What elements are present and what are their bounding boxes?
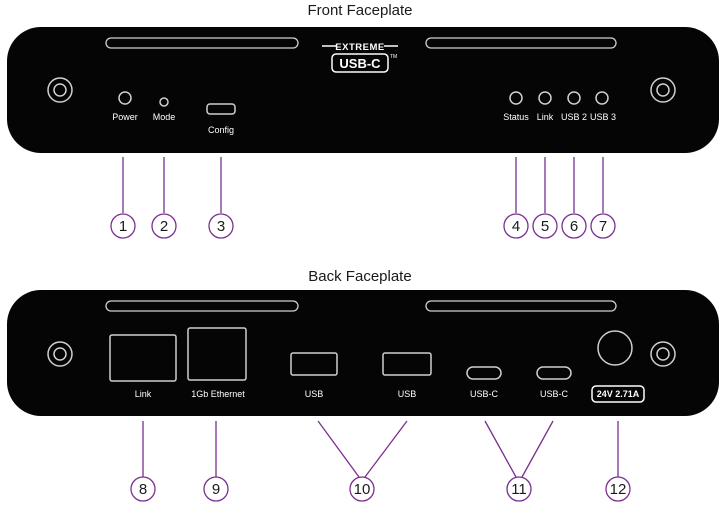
callout-12-number: 12	[610, 481, 627, 498]
callout-1-number: 1	[119, 218, 127, 235]
callout-3-number: 3	[217, 218, 225, 235]
callout-8-number: 8	[139, 481, 147, 498]
logo-tm-text: TM	[390, 54, 397, 60]
front-screw-right	[650, 77, 676, 103]
callout-5: 5	[532, 213, 558, 239]
usb-a-1-label: USB	[305, 389, 324, 399]
link-label: Link	[537, 112, 554, 122]
callout-9: 9	[203, 476, 229, 502]
callout-7: 7	[590, 213, 616, 239]
logo-extreme-text: EXTREME	[335, 42, 384, 53]
back-faceplate-title: Back Faceplate	[308, 268, 411, 285]
usb-a-port-2	[382, 352, 432, 376]
callout-9-number: 9	[212, 481, 220, 498]
callout-2: 2	[151, 213, 177, 239]
callout-10-number: 10	[354, 481, 371, 498]
callout-4-number: 4	[512, 218, 520, 235]
ethernet-label: 1Gb Ethernet	[191, 389, 245, 399]
usb-a-port-1	[290, 352, 338, 376]
mode-button	[159, 97, 169, 107]
usb-a-2-label: USB	[398, 389, 417, 399]
power-rating-badge: 24V 2.71A	[591, 385, 645, 403]
callout-3: 3	[208, 213, 234, 239]
power-label: Power	[112, 112, 138, 122]
back-vent-slot-left	[105, 300, 299, 312]
callout-5-number: 5	[541, 218, 549, 235]
back-screw-left	[47, 341, 73, 367]
config-port	[206, 103, 236, 115]
callout-12: 12	[605, 476, 631, 502]
usb3-label: USB 3	[590, 112, 616, 122]
callout-11-number: 11	[511, 481, 527, 498]
callout-4: 4	[503, 213, 529, 239]
usb-c-1-label: USB-C	[470, 389, 499, 399]
front-vent-slot-left	[105, 37, 299, 49]
mode-label: Mode	[153, 112, 176, 122]
front-faceplate-title: Front Faceplate	[307, 2, 412, 19]
power-led	[118, 91, 132, 105]
callout-6: 6	[561, 213, 587, 239]
extreme-usb-c-logo: EXTREME USB-C TM	[322, 42, 398, 73]
usb2-led	[567, 91, 581, 105]
front-screw-left	[47, 77, 73, 103]
back-link-label: Link	[135, 389, 152, 399]
usb-c-port-2	[536, 366, 572, 380]
usb3-led	[595, 91, 609, 105]
usb-c-port-1	[466, 366, 502, 380]
link-led	[538, 91, 552, 105]
config-label: Config	[208, 125, 234, 135]
status-label: Status	[503, 112, 529, 122]
back-leader-lines	[142, 420, 619, 478]
callout-8: 8	[130, 476, 156, 502]
logo-usbc-text: USB-C	[339, 56, 381, 71]
callout-10: 10	[349, 476, 375, 502]
back-vent-slot-right	[425, 300, 617, 312]
link-port	[109, 334, 177, 382]
back-screw-right	[650, 341, 676, 367]
power-jack	[597, 330, 633, 366]
callout-6-number: 6	[570, 218, 578, 235]
status-led	[509, 91, 523, 105]
usb2-label: USB 2	[561, 112, 587, 122]
callout-7-number: 7	[599, 218, 607, 235]
callout-2-number: 2	[160, 218, 168, 235]
front-leader-lines	[122, 157, 604, 213]
ethernet-port	[187, 327, 247, 381]
callout-11: 11	[506, 476, 532, 502]
front-panel	[7, 27, 719, 153]
power-rating-text: 24V 2.71A	[597, 389, 640, 399]
back-panel	[7, 290, 719, 416]
front-vent-slot-right	[425, 37, 617, 49]
callout-1: 1	[110, 213, 136, 239]
usb-c-2-label: USB-C	[540, 389, 569, 399]
